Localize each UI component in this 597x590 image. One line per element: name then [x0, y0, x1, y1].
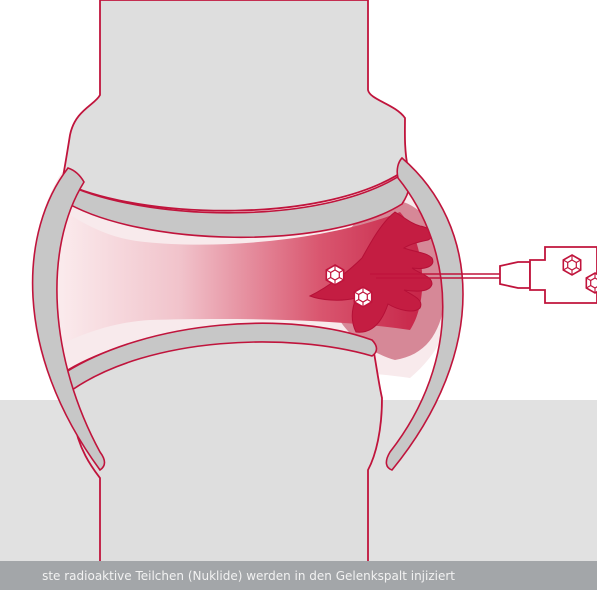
caption-text: ste radioaktive Teilchen (Nuklide) werde… — [42, 569, 455, 583]
upper-bone — [62, 0, 408, 211]
nuclide-particle-icon — [354, 287, 371, 307]
nuclide-particle-icon — [326, 265, 343, 285]
caption-bar: ste radioaktive Teilchen (Nuklide) werde… — [0, 561, 597, 590]
nuclide-particle-icon — [563, 255, 580, 275]
